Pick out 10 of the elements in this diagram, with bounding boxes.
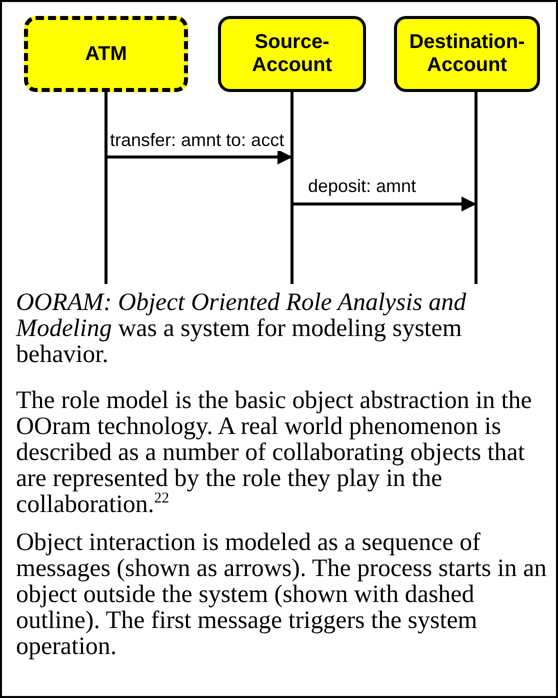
message-arrow — [293, 196, 476, 212]
message-label: deposit: amnt — [306, 176, 418, 197]
paragraph: OORAM: Object Oriented Role Analysis and Modeling was a system for modeling system behavior. — [16, 290, 468, 368]
message-arrow — [107, 150, 292, 164]
object-box: Destination- Account — [394, 16, 540, 92]
paragraph: The role model is the basic object abstraction in the OOram technology. A real world phenomenon is described as a number of collaborating objects that are represented by the role they play in the collaboration.$^{22}$ — [16, 388, 533, 518]
object-box: ATM — [24, 16, 188, 92]
paragraph: Object interaction is modeled as a sequence of messages (shown as arrows). The process starts in an object outside the system (shown with dashed outline). The first message triggers the system operation. — [16, 530, 548, 660]
message-label: transfer: amnt to: acct — [108, 130, 286, 151]
object-box: Source- Account — [218, 16, 366, 92]
